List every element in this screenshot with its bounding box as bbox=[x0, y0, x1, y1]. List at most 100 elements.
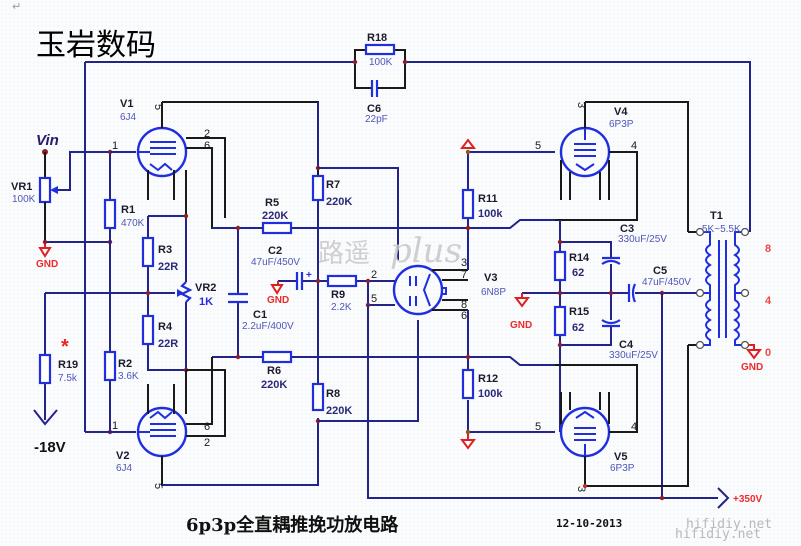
r15-value: 62 bbox=[572, 322, 584, 334]
junction bbox=[352, 59, 358, 65]
v2-heater-pins bbox=[147, 370, 187, 414]
r6-to-v5-wire bbox=[318, 356, 555, 366]
ground-icon bbox=[460, 138, 476, 149]
c1-capacitor bbox=[228, 292, 248, 304]
r11-resistor bbox=[461, 188, 475, 220]
wiper-arrow-icon bbox=[50, 186, 58, 194]
v1-type: 6J4 bbox=[120, 112, 137, 123]
v2-type: 6J4 bbox=[116, 463, 133, 474]
r12-ref: R12 bbox=[478, 373, 498, 385]
r1-ref: R1 bbox=[121, 204, 135, 216]
v2-pin2-wire bbox=[186, 369, 226, 437]
v5-pin-3: 3 bbox=[575, 486, 587, 492]
v1-electrodes bbox=[138, 141, 176, 172]
watermark-latin: plus bbox=[390, 231, 462, 271]
junction bbox=[557, 239, 563, 245]
junction bbox=[465, 225, 471, 231]
asterisk-mark: * bbox=[61, 336, 69, 358]
v3-pin-6: 6 bbox=[461, 310, 467, 322]
v1-ref: V1 bbox=[120, 98, 133, 110]
v3-pin-5: 5 bbox=[371, 293, 377, 305]
return-mark: ↵ bbox=[12, 0, 21, 13]
r12-resistor bbox=[461, 368, 475, 400]
junction bbox=[608, 290, 614, 296]
gnd-label-output: GND bbox=[510, 320, 532, 331]
r14-ref: R14 bbox=[569, 252, 590, 264]
ground-icon bbox=[514, 293, 530, 308]
v3-upper-wire bbox=[318, 167, 399, 260]
r4-value: 22R bbox=[158, 338, 178, 350]
c4-capacitor bbox=[601, 319, 621, 328]
positive-supply-label: +350V bbox=[733, 494, 763, 505]
vr1-wiper-wire bbox=[56, 151, 110, 191]
c6-ref: C6 bbox=[367, 103, 381, 115]
c1-value: 2.2uF/400V bbox=[242, 321, 294, 332]
v3-pin-3: 3 bbox=[461, 257, 467, 269]
v2-pin-2: 2 bbox=[204, 437, 210, 449]
v3-type: 6N8P bbox=[481, 287, 506, 298]
t1-ref: T1 bbox=[710, 210, 723, 222]
v2-electrodes bbox=[138, 410, 176, 437]
r3-value: 22R bbox=[158, 261, 178, 273]
r6-value: 220K bbox=[261, 379, 287, 391]
r5-resistor bbox=[261, 221, 293, 235]
vr1-ref: VR1 bbox=[11, 181, 32, 193]
c3-ref: C3 bbox=[620, 223, 634, 235]
junction bbox=[659, 495, 665, 501]
t1-primary-leads bbox=[688, 231, 697, 346]
t1-terminal bbox=[740, 340, 750, 350]
feedback-wire-right bbox=[405, 61, 751, 232]
r15-resistor bbox=[553, 305, 567, 337]
v4-pin-3: 3 bbox=[575, 102, 587, 108]
circuit-title: 6p3p全直耦推挽功放电路 bbox=[186, 514, 399, 536]
r7-ref: R7 bbox=[326, 179, 340, 191]
r4-ref: R4 bbox=[158, 321, 173, 333]
ground-icon bbox=[270, 281, 284, 295]
c5-ref: C5 bbox=[653, 265, 667, 277]
r18-value: 100K bbox=[369, 57, 393, 68]
r12-value: 100k bbox=[478, 388, 503, 400]
v2-pin-1: 1 bbox=[112, 420, 118, 432]
c2-plus: + bbox=[306, 270, 312, 281]
v3-tube bbox=[392, 264, 444, 316]
r5-to-v4-wire bbox=[318, 219, 555, 229]
c1-ref: C1 bbox=[253, 309, 267, 321]
t1-terminal bbox=[695, 288, 705, 298]
r7-resistor bbox=[311, 174, 325, 202]
r1-resistor bbox=[103, 198, 117, 230]
r11-value: 100k bbox=[478, 208, 503, 220]
c2-ref: C2 bbox=[268, 245, 282, 257]
junction bbox=[465, 429, 471, 435]
t1-terminal bbox=[695, 340, 705, 350]
vr2-value: 1K bbox=[199, 296, 213, 308]
c2-capacitor bbox=[295, 272, 304, 290]
r2-ref: R2 bbox=[118, 358, 132, 370]
junction bbox=[583, 484, 587, 488]
t1-value: 5K~5.5K bbox=[702, 224, 741, 235]
r1-value: 470K bbox=[121, 218, 145, 229]
r18-ref: R18 bbox=[367, 32, 387, 44]
r18-resistor bbox=[364, 43, 396, 56]
v1-pin-6: 6 bbox=[204, 140, 210, 152]
positive-supply-arrow-icon bbox=[717, 487, 730, 509]
r4-resistor bbox=[141, 314, 155, 346]
r19-value: 7.5k bbox=[58, 373, 78, 384]
r14-resistor bbox=[553, 250, 567, 282]
r8-ref: R8 bbox=[326, 388, 340, 400]
r18-leads bbox=[354, 49, 406, 62]
brand-title: 玉岩数码 bbox=[36, 28, 156, 63]
v3-pin-8: 8 bbox=[461, 299, 467, 311]
v3-pin-wires bbox=[432, 269, 468, 311]
v4-ref: V4 bbox=[614, 106, 628, 118]
negative-supply-arrow-icon bbox=[33, 409, 58, 426]
r8-resistor bbox=[311, 382, 325, 412]
v4-type: 6P3P bbox=[609, 119, 634, 130]
c3-capacitor bbox=[601, 256, 621, 265]
gnd-label-t1: GND bbox=[741, 362, 763, 373]
c4-value: 330uF/25V bbox=[609, 350, 658, 361]
v1-pin6-wire bbox=[186, 147, 238, 229]
r19-ref: R19 bbox=[58, 359, 78, 371]
vr2-potentiometer bbox=[179, 281, 193, 303]
v3-electrodes bbox=[409, 273, 447, 307]
r6-ref: R6 bbox=[267, 365, 281, 377]
